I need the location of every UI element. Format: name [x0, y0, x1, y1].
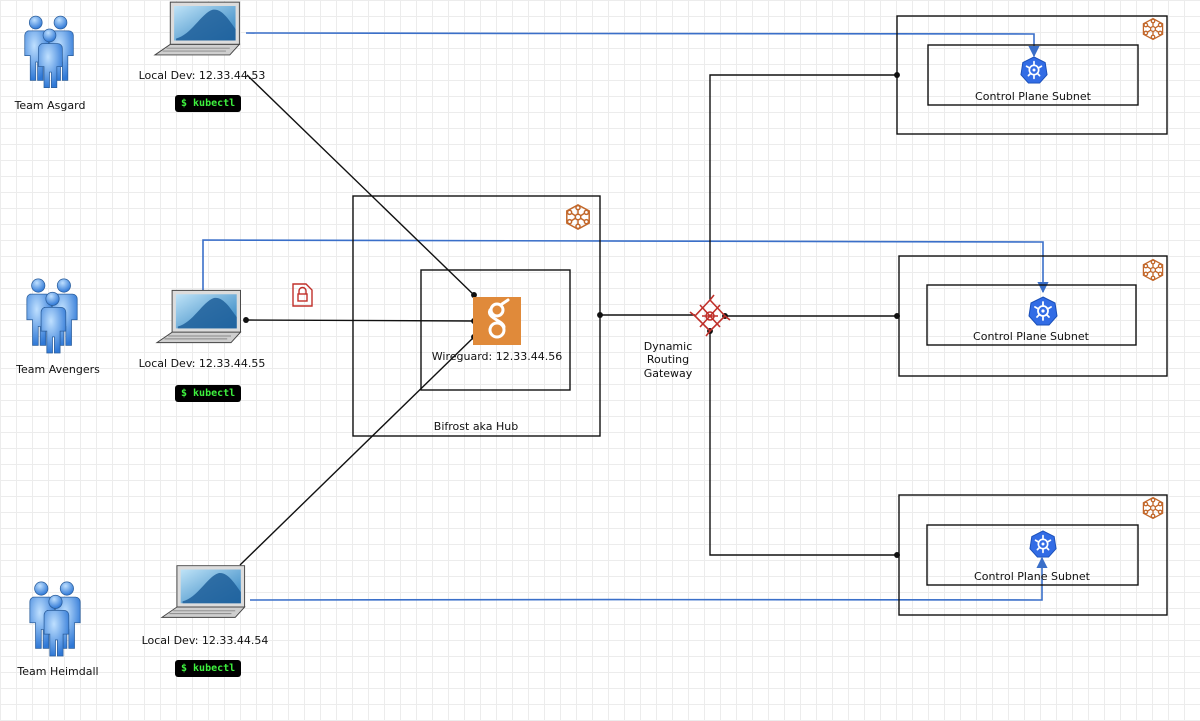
wireguard-icon: [473, 297, 521, 345]
subnet-label-3: Control Plane Subnet: [974, 570, 1090, 583]
gateway-routes: [707, 72, 900, 558]
lock-icon: [292, 283, 313, 307]
hub-label: Bifrost aka Hub: [433, 420, 519, 433]
laptop-icon-heimdall: [161, 565, 246, 618]
kubectl-badge-avengers: $ kubectl: [175, 385, 242, 402]
subnet-box-2: [898, 255, 1168, 377]
subnet-box-3: [898, 494, 1168, 616]
dev-asgard-label: Local Dev: 12.33.44.53: [138, 69, 266, 82]
subnet-box-1: [896, 15, 1168, 135]
team-heimdall-people-icon: [29, 581, 81, 657]
tunnel-line-avengers: [243, 317, 477, 324]
routing-gateway-icon: [689, 294, 731, 337]
laptop-icon-avengers: [156, 289, 241, 344]
vpc-icon: [566, 204, 590, 230]
hub-box: [352, 195, 601, 437]
team-avengers-people-icon: [26, 278, 78, 354]
blue-link-avengers: [202, 239, 1049, 294]
blue-link-heimdall: [249, 556, 1048, 601]
tunnel-line-asgard: [246, 74, 477, 298]
kubectl-badge-heimdall: $ kubectl: [175, 660, 242, 677]
team-avengers-label: Team Avengers: [16, 363, 100, 376]
gateway-label-line-1: Dynamic: [643, 340, 693, 353]
vpc-icon: [1142, 496, 1164, 520]
kubernetes-icon: [1029, 530, 1057, 558]
vpc-icon: [1142, 17, 1164, 41]
team-asgard-label: Team Asgard: [14, 99, 86, 112]
dev-heimdall-label: Local Dev: 12.33.44.54: [141, 634, 269, 647]
kubernetes-icon: [1020, 56, 1048, 84]
team-asgard-people-icon: [24, 15, 74, 89]
gateway-label-line-2: Routing: [646, 353, 690, 366]
blue-link-asgard: [245, 32, 1040, 58]
vpc-icon: [1142, 258, 1164, 282]
kubernetes-icon: [1028, 296, 1058, 326]
laptop-icon-asgard: [154, 1, 240, 56]
dev-avengers-label: Local Dev: 12.33.44.55: [138, 357, 266, 370]
gateway-label-line-3: Gateway: [643, 367, 693, 380]
wireguard-label: Wireguard: 12.33.44.56: [431, 350, 563, 363]
subnet-label-2: Control Plane Subnet: [973, 330, 1089, 343]
kubectl-badge-asgard: $ kubectl: [175, 95, 242, 112]
subnet-label-1: Control Plane Subnet: [975, 90, 1091, 103]
tunnel-line-heimdall: [239, 334, 477, 566]
team-heimdall-label: Team Heimdall: [17, 665, 99, 678]
